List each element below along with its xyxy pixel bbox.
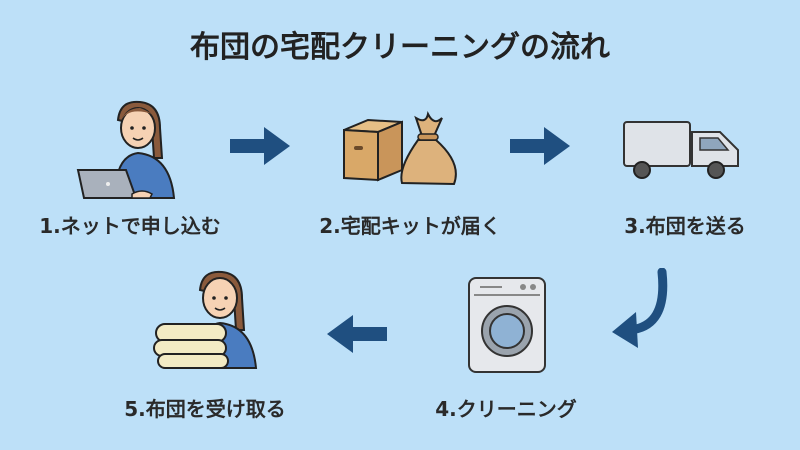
curved-arrow-down-left-icon [612, 268, 668, 348]
step-3-label: 3.布団を送る [624, 214, 746, 238]
page-title: 布団の宅配クリーニングの流れ [190, 30, 610, 65]
step-4-label: 4.クリーニング [435, 397, 577, 421]
box-and-bag-icon [343, 110, 457, 186]
person-laptop-icon [76, 100, 176, 199]
step-5-label: 5.布団を受け取る [124, 397, 286, 421]
step-1-label: 1.ネットで申し込む [39, 214, 221, 238]
arrow-right-icon [510, 127, 570, 165]
washing-machine-icon [468, 277, 546, 373]
arrow-right-icon [230, 127, 290, 165]
truck-icon [623, 121, 739, 179]
step-2-label: 2.宅配キットが届く [319, 214, 501, 238]
arrow-left-icon [327, 315, 387, 353]
person-futon-icon [153, 270, 258, 369]
